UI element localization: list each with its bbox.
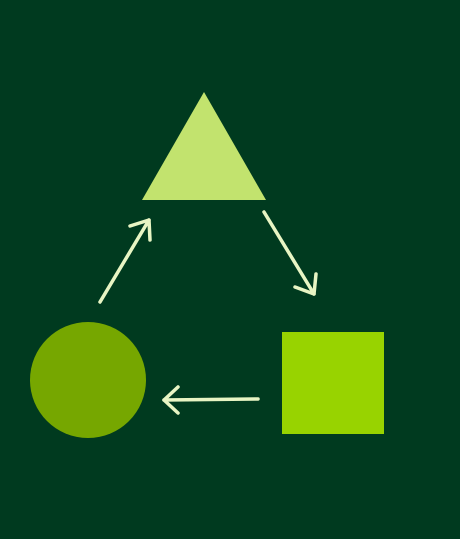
arrow-triangle-to-square bbox=[262, 210, 318, 296]
arrow-circle-to-triangle bbox=[98, 218, 152, 304]
circle-node bbox=[30, 322, 146, 438]
arrow-square-to-circle bbox=[162, 385, 260, 415]
triangle-node bbox=[142, 92, 266, 200]
square-node bbox=[282, 332, 384, 434]
